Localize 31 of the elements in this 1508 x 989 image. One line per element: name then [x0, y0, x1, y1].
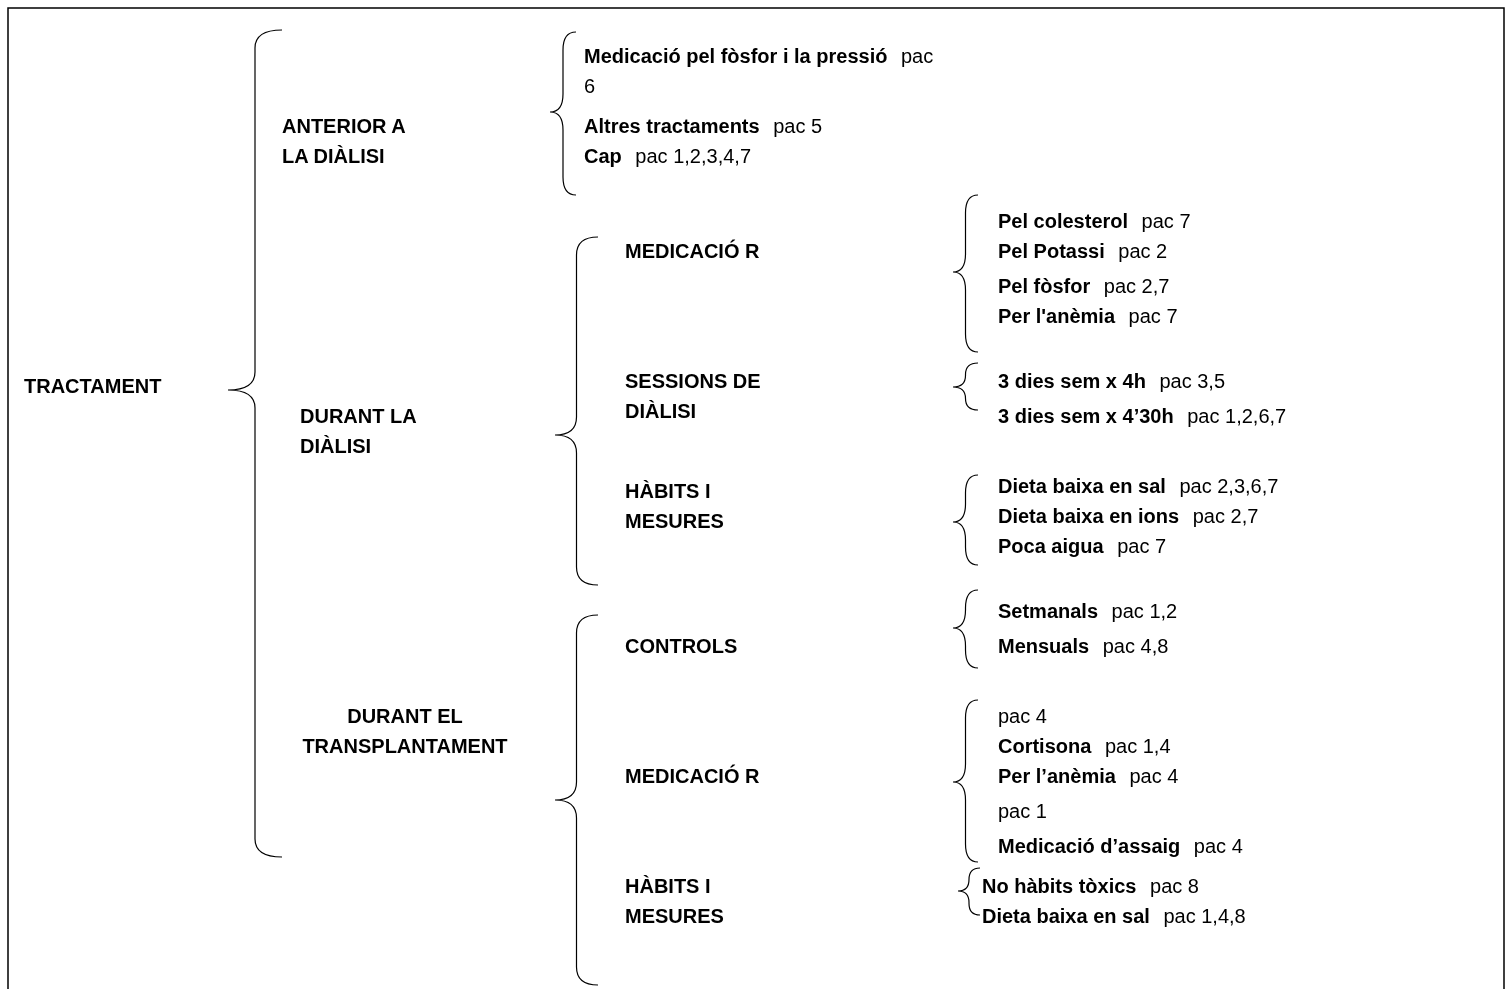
list-item: Dieta baixa en sal pac 1,4,8 — [982, 904, 1247, 929]
list-item: pac 4 — [998, 704, 1048, 729]
list-item: Per l'anèmia pac 7 — [998, 304, 1179, 329]
list-item: Medicació d’assaig pac 4 — [998, 834, 1244, 859]
heading: MEDICACIÓ R — [625, 763, 761, 789]
list-item: Pel Potassi pac 2 — [998, 239, 1169, 264]
list-item: Cortisona pac 1,4 — [998, 734, 1172, 759]
heading: ANTERIOR A LA DIÀLISI — [282, 114, 406, 169]
heading: TRACTAMENT — [24, 374, 163, 399]
heading: DURANT LA DIÀLISI — [300, 404, 417, 459]
heading: MEDICACIÓ R — [625, 238, 761, 264]
list-item: Medicació pel fòsfor i la pressió pac 6 — [584, 44, 935, 99]
heading: HÀBITS I MESURES — [625, 874, 725, 929]
list-item: Per l’anèmia pac 4 — [998, 764, 1180, 789]
list-item: Setmanals pac 1,2 — [998, 599, 1179, 624]
list-item: Pel fòsfor pac 2,7 — [998, 274, 1171, 299]
list-item: Poca aigua pac 7 — [998, 534, 1168, 559]
list-item: 3 dies sem x 4’30h pac 1,2,6,7 — [998, 404, 1288, 429]
list-item: Dieta baixa en ions pac 2,7 — [998, 504, 1260, 529]
heading: DURANT EL TRANSPLANTAMENT — [301, 704, 509, 759]
list-item: Pel colesterol pac 7 — [998, 209, 1192, 234]
list-item: No hàbits tòxics pac 8 — [982, 874, 1200, 899]
list-item: Cap pac 1,2,3,4,7 — [584, 144, 752, 169]
list-item: Mensuals pac 4,8 — [998, 634, 1170, 659]
list-item: pac 1 — [998, 799, 1048, 824]
list-item: Altres tractaments pac 5 — [584, 114, 824, 139]
list-item: Dieta baixa en sal pac 2,3,6,7 — [998, 474, 1280, 499]
heading: SESSIONS DE DIÀLISI — [625, 369, 762, 424]
heading: HÀBITS I MESURES — [625, 479, 725, 534]
list-item: 3 dies sem x 4h pac 3,5 — [998, 369, 1227, 394]
heading: CONTROLS — [625, 634, 739, 659]
